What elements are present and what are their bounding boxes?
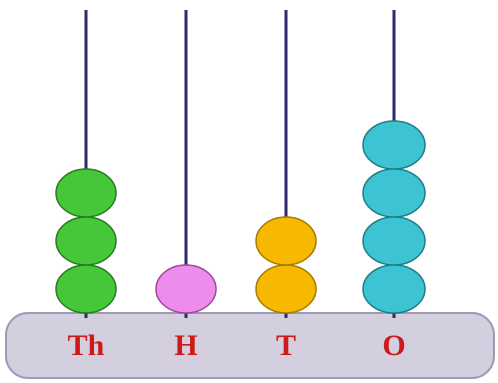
bead-ones [362, 216, 426, 266]
bead-hundreds [155, 264, 217, 314]
rod-label-hundreds: H [174, 329, 198, 362]
bead-thousands [55, 216, 117, 266]
bead-ones [362, 120, 426, 170]
beads [55, 120, 426, 314]
rod-label-tens: T [275, 329, 296, 362]
bead-thousands [55, 264, 117, 314]
rod-label-thousands: Th [67, 329, 105, 362]
bead-ones [362, 168, 426, 218]
rod-label-ones: O [382, 329, 406, 362]
bead-thousands [55, 168, 117, 218]
bead-tens [255, 216, 317, 266]
bead-tens [255, 264, 317, 314]
abacus-base [5, 312, 495, 379]
bead-ones [362, 264, 426, 314]
